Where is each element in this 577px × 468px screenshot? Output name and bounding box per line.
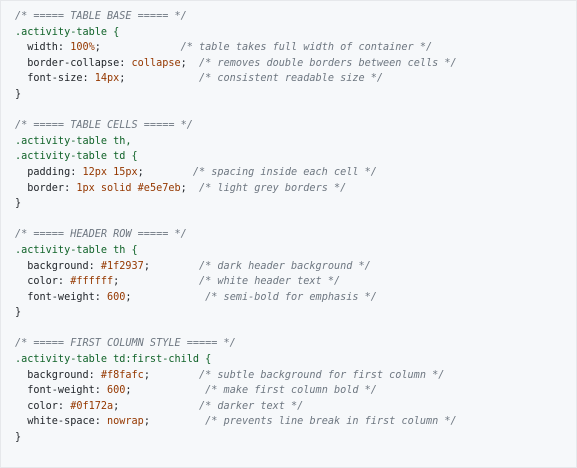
code-line: border-collapse: collapse; /* removes do… [15, 56, 576, 72]
css-value: collapse [131, 57, 181, 69]
code-line [15, 321, 576, 337]
css-property: width: [15, 42, 71, 54]
code-line: width: 100%; /* table takes full width o… [15, 40, 576, 56]
semicolon-padding: ; [143, 416, 206, 428]
css-selector: .activity-table td:first-child { [15, 354, 212, 366]
semicolon-padding: ; [125, 385, 206, 397]
code-line: } [15, 87, 576, 103]
css-property: font-size: [15, 73, 95, 85]
code-line: .activity-table th, [15, 134, 576, 150]
code-line: /* ===== HEADER ROW ===== */ [15, 227, 576, 243]
code-line: font-weight: 600; /* make first column b… [15, 383, 576, 399]
code-line: .activity-table { [15, 25, 576, 41]
code-line: background: #1f2937; /* dark header back… [15, 259, 576, 275]
css-property: background: [15, 260, 101, 272]
css-property: font-weight: [15, 385, 108, 397]
closing-brace: } [15, 88, 22, 100]
code-line: font-weight: 600; /* semi-bold for empha… [15, 290, 576, 306]
css-property: padding: [15, 166, 83, 178]
code-line [15, 103, 576, 119]
css-selector: .activity-table th { [15, 244, 138, 256]
semicolon-padding: ; [137, 166, 193, 178]
code-comment: /* ===== TABLE CELLS ===== */ [15, 120, 193, 132]
css-property: white-space: [15, 416, 108, 428]
css-selector: .activity-table { [15, 26, 120, 38]
semicolon-padding: ; [94, 42, 181, 54]
code-comment: /* make first column bold */ [205, 385, 377, 397]
semicolon-padding: ; [119, 73, 200, 85]
code-line: } [15, 196, 576, 212]
code-comment: /* light grey borders */ [199, 182, 347, 194]
css-property: color: [15, 276, 71, 288]
code-line: .activity-table th { [15, 243, 576, 259]
code-comment: /* removes double borders between cells … [199, 57, 457, 69]
code-line: /* ===== TABLE BASE ===== */ [15, 9, 576, 25]
semicolon-padding: ; [143, 260, 200, 272]
code-comment: /* ===== FIRST COLUMN STYLE ===== */ [15, 338, 236, 350]
closing-brace: } [15, 432, 22, 444]
code-line: color: #ffffff; /* white header text */ [15, 274, 576, 290]
css-property: border: [15, 182, 77, 194]
css-value: #0f172a [70, 400, 114, 412]
css-value: 600 [107, 385, 126, 397]
code-comment: /* prevents line break in first column *… [205, 416, 457, 428]
css-value: #f8fafc [100, 369, 144, 381]
css-value: #1f2937 [100, 260, 144, 272]
code-line: /* ===== TABLE CELLS ===== */ [15, 118, 576, 134]
semicolon-padding: ; [180, 57, 200, 69]
code-comment: /* ===== TABLE BASE ===== */ [15, 11, 187, 22]
css-property: font-weight: [15, 291, 108, 303]
code-comment: /* white header text */ [199, 276, 341, 288]
code-line: background: #f8fafc; /* subtle backgroun… [15, 368, 576, 384]
css-value: 14px [94, 73, 120, 85]
code-comment: /* darker text */ [199, 400, 304, 412]
css-value: nowrap [107, 416, 144, 428]
css-value: 100% [70, 42, 95, 54]
closing-brace: } [15, 307, 22, 319]
code-line [15, 212, 576, 228]
semicolon-padding: ; [125, 291, 206, 303]
css-property: border-collapse: [15, 57, 132, 69]
code-comment: /* consistent readable size */ [199, 73, 384, 85]
code-comment: /* subtle background for first column */ [199, 369, 445, 381]
semicolon-padding: ; [143, 369, 200, 381]
closing-brace: } [15, 198, 22, 210]
css-value: 600 [107, 291, 126, 303]
code-line: } [15, 305, 576, 321]
css-property: background: [15, 369, 101, 381]
code-line: color: #0f172a; /* darker text */ [15, 399, 576, 415]
css-property: color: [15, 400, 71, 412]
code-line: .activity-table td { [15, 149, 576, 165]
css-value: 12px 15px [82, 166, 138, 178]
code-comment: /* dark header background */ [199, 260, 371, 272]
code-comment: /* ===== HEADER ROW ===== */ [15, 229, 187, 241]
code-line: .activity-table td:first-child { [15, 352, 576, 368]
code-line: font-size: 14px; /* consistent readable … [15, 71, 576, 87]
code-line: } [15, 430, 576, 446]
css-value: 1px solid #e5e7eb [76, 182, 181, 194]
semicolon-padding: ; [113, 276, 200, 288]
code-comment: /* table takes full width of container *… [180, 42, 433, 54]
css-selector: .activity-table td { [15, 151, 138, 163]
css-selector: .activity-table th, [15, 135, 132, 147]
semicolon-padding: ; [113, 400, 200, 412]
code-line: /* ===== FIRST COLUMN STYLE ===== */ [15, 336, 576, 352]
code-line: border: 1px solid #e5e7eb; /* light grey… [15, 181, 576, 197]
semicolon-padding: ; [180, 182, 200, 194]
code-line: padding: 12px 15px; /* spacing inside ea… [15, 165, 576, 181]
code-comment: /* spacing inside each cell */ [192, 166, 377, 178]
code-comment: /* semi-bold for emphasis */ [205, 291, 377, 303]
code-line: white-space: nowrap; /* prevents line br… [15, 414, 576, 430]
css-value: #ffffff [70, 276, 114, 288]
